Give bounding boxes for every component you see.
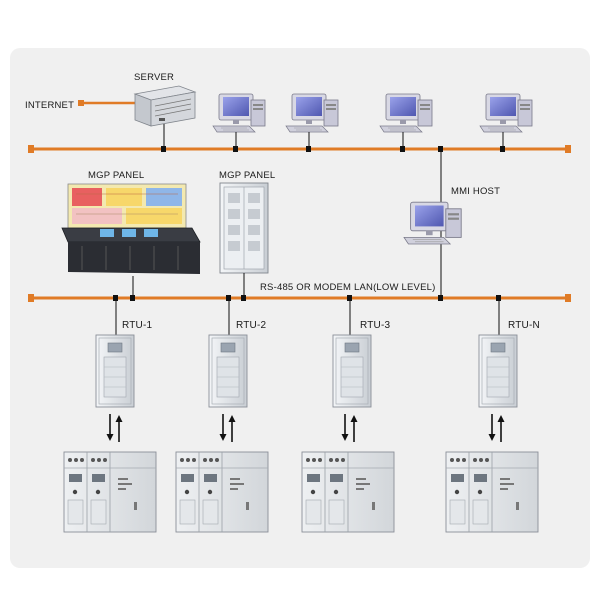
- mgp-panel-2-label: MGP PANEL: [219, 170, 275, 181]
- rtu-3-label: RTU-3: [360, 320, 391, 331]
- switchgear-panel-icon: [445, 451, 539, 533]
- desktop-computer-icon: [379, 93, 433, 133]
- bus-node: [306, 146, 311, 152]
- control-console-icon: [61, 183, 201, 274]
- rtu-cabinet-icon: [332, 334, 372, 408]
- server-rack-icon: [133, 85, 197, 127]
- switchgear-panel-icon: [63, 451, 157, 533]
- desktop-computer-icon: [403, 201, 462, 245]
- bus-node: [233, 146, 238, 152]
- bus-node: [438, 146, 443, 152]
- lan-low-level-label: RS-485 OR MODEM LAN(LOW LEVEL): [260, 282, 435, 293]
- switchgear-panel-icon: [175, 451, 269, 533]
- bus-node: [130, 295, 135, 301]
- desktop-computer-icon: [479, 93, 533, 133]
- bus-node: [347, 295, 352, 301]
- bus-node: [161, 146, 166, 152]
- control-cabinet-icon: [219, 182, 269, 274]
- mgp-panel-1-label: MGP PANEL: [88, 170, 144, 181]
- bus-node: [496, 295, 501, 301]
- upper-network-bus: [28, 145, 571, 153]
- bus-node: [438, 295, 443, 301]
- lower-network-bus: [28, 294, 571, 302]
- bus-node: [226, 295, 231, 301]
- switchgear-panel-icon: [301, 451, 395, 533]
- desktop-computer-icon: [212, 93, 266, 133]
- rtu-2-label: RTU-2: [236, 320, 267, 331]
- server-label: SERVER: [134, 72, 174, 83]
- rtu-n-label: RTU-N: [508, 320, 540, 331]
- internet-link: [78, 100, 135, 106]
- diagram-background: [10, 48, 590, 568]
- desktop-computer-icon: [285, 93, 339, 133]
- rtu-1-label: RTU-1: [122, 320, 153, 331]
- bus-node: [113, 295, 118, 301]
- bus-node: [500, 146, 505, 152]
- mmi-host-label: MMI HOST: [451, 186, 500, 197]
- bus-node: [241, 295, 246, 301]
- rtu-cabinet-icon: [208, 334, 248, 408]
- internet-label: INTERNET: [25, 100, 74, 111]
- bus-node: [400, 146, 405, 152]
- rtu-cabinet-icon: [95, 334, 135, 408]
- rtu-cabinet-icon: [478, 334, 518, 408]
